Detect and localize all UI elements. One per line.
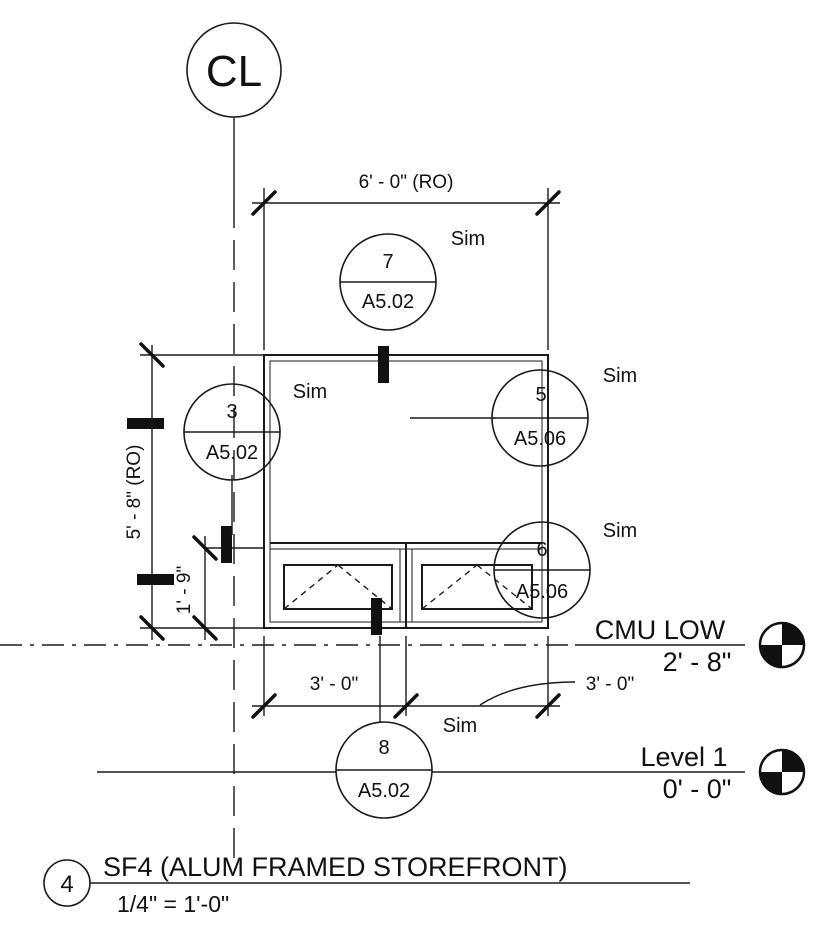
section-callout-3[interactable]: 3 A5.02 <box>183 383 281 481</box>
drawing-title: 4 SF4 (ALUM FRAMED STOREFRONT) 1/4" = 1'… <box>43 852 690 917</box>
callout-5-number: 5 <box>535 384 546 406</box>
centerline-label: CL <box>206 47 262 96</box>
callout-6-sheet: A5.06 <box>516 581 568 603</box>
storefront-frame <box>263 354 549 629</box>
dimension-bottom-right-label: 3' - 0" <box>586 674 634 695</box>
dimension-top: 6' - 0" (RO) <box>251 172 561 350</box>
callout-5-note: Sim <box>603 365 637 387</box>
section-callout-7[interactable]: 7 A5.02 <box>339 233 437 331</box>
level-datum-icon <box>758 621 806 669</box>
title-name: SF4 (ALUM FRAMED STOREFRONT) <box>103 852 568 882</box>
title-scale: 1/4" = 1'-0" <box>117 891 229 917</box>
centerline-marker: CL <box>186 22 282 118</box>
callout-5-sheet: A5.06 <box>514 428 566 450</box>
section-callout-8[interactable]: 8 A5.02 <box>335 721 433 819</box>
dimension-left-label: 5' - 8" (RO) <box>124 445 145 540</box>
callout-8-number: 8 <box>378 737 389 759</box>
section-cut-3 <box>127 418 164 429</box>
dimension-left: 5' - 8" (RO) 1' - 9" <box>124 342 264 641</box>
level-1-name: Level 1 <box>640 742 727 772</box>
dimension-bottom: 3' - 0" 3' - 0" <box>251 636 634 719</box>
dimension-bottom-left-label: 3' - 0" <box>310 674 358 695</box>
section-cut-8 <box>371 598 382 635</box>
callout-7-number: 7 <box>382 251 393 273</box>
callout-8-sheet: A5.02 <box>358 780 410 802</box>
cmu-low-level-tag: CMU LOW 2' - 8" <box>595 615 806 677</box>
cmu-low-name: CMU LOW <box>595 615 726 645</box>
section-cut-left <box>137 574 174 585</box>
awning-vent-left <box>283 564 393 610</box>
callout-3-note: Sim <box>293 381 327 403</box>
callout-7-note: Sim <box>451 228 485 250</box>
callout-6-note: Sim <box>603 520 637 542</box>
level-1-tag: Level 1 0' - 0" <box>640 742 806 804</box>
dimension-left-lower-label: 1' - 9" <box>174 566 195 614</box>
dimension-top-label: 6' - 0" (RO) <box>359 172 454 193</box>
section-callout-5[interactable]: 5 A5.06 <box>491 369 589 467</box>
title-number: 4 <box>60 871 73 898</box>
cmu-low-elevation: 2' - 8" <box>663 647 732 677</box>
callout-3-number: 3 <box>226 401 237 423</box>
callout-3-sheet: A5.02 <box>206 442 258 464</box>
section-callout-6[interactable]: 6 A5.06 <box>493 521 591 619</box>
level-1-elevation: 0' - 0" <box>663 774 732 804</box>
callout-7-sheet: A5.02 <box>362 291 414 313</box>
section-cut-3-lower <box>221 526 232 563</box>
awning-vent-right <box>421 564 533 610</box>
callout-8-note: Sim <box>443 715 477 737</box>
section-cut-7 <box>378 346 389 383</box>
callout-6-number: 6 <box>536 539 547 561</box>
dimension-leader <box>479 681 576 706</box>
level-datum-icon <box>758 748 806 796</box>
